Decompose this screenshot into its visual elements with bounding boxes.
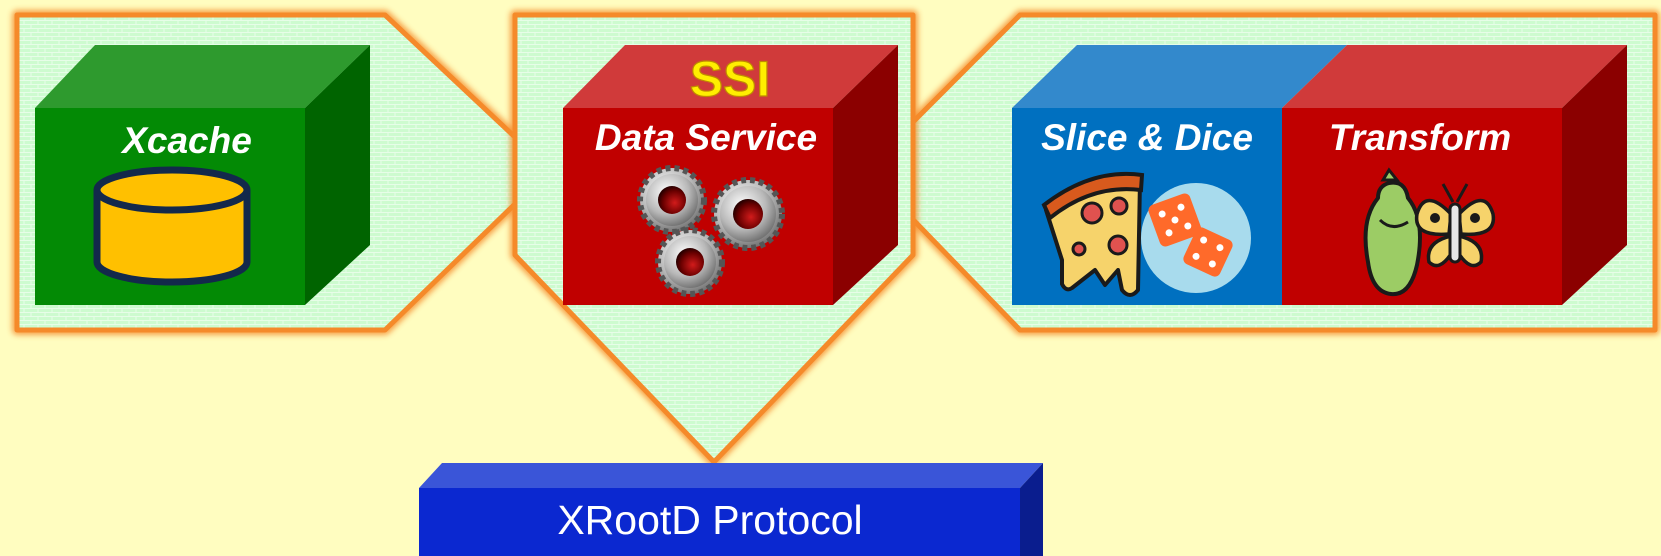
transform-cube: Transform — [1282, 45, 1627, 305]
xcache-cube: Xcache — [35, 45, 370, 305]
transform-label: Transform — [1329, 117, 1511, 158]
caterpillar-butterfly-icon — [1363, 167, 1496, 297]
pizza-dice-icon — [1041, 171, 1251, 297]
slice-dice-cube: Slice & Dice — [1012, 45, 1347, 305]
ssi-header: SSI — [690, 51, 771, 107]
xcache-label: Xcache — [120, 120, 252, 161]
data-service-cube: SSI Data Service — [563, 45, 898, 305]
protocol-label: XRootD Protocol — [557, 497, 862, 543]
slice-dice-label: Slice & Dice — [1041, 117, 1253, 158]
gears-icon — [637, 165, 785, 297]
data-service-label: Data Service — [595, 117, 817, 158]
xrootd-protocol-bar: XRootD Protocol — [419, 463, 1043, 556]
database-cylinder-icon — [93, 166, 251, 286]
